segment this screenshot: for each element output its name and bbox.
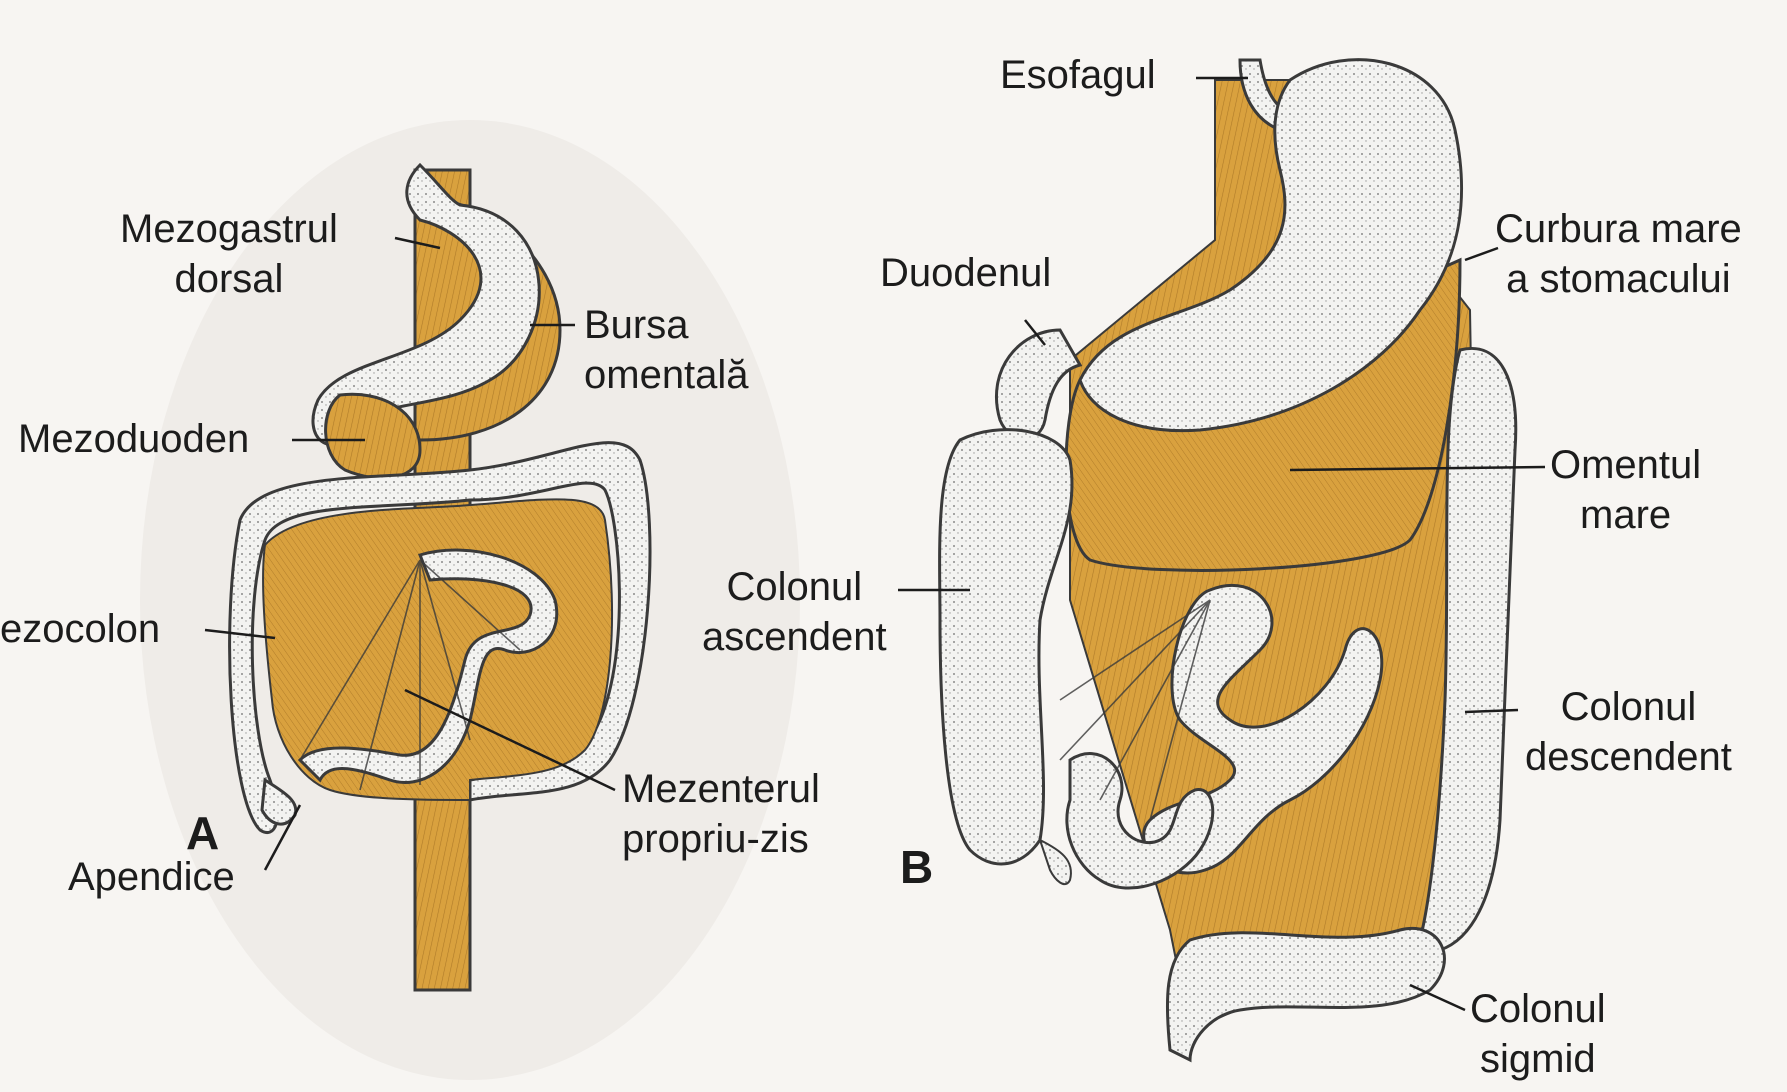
label-duodenul: Duodenul (880, 248, 1051, 298)
label-curbura-line1: Curbura mare (1495, 204, 1742, 254)
label-colon-sigmoid-line2: sigmid (1470, 1034, 1606, 1084)
label-mezocolon: ezocolon (0, 604, 160, 654)
colonul-sigmoid-shape (1167, 928, 1444, 1060)
label-omentul-line2: mare (1550, 490, 1701, 540)
label-colon-sigmoid-line1: Colonul (1470, 984, 1606, 1034)
label-apendice-line1: Apendice (68, 852, 235, 902)
label-colon-asc-line1: Colonul (702, 562, 887, 612)
label-colonul-sigmoid: Colonul sigmid (1470, 984, 1606, 1084)
panel-b-drawing (940, 60, 1516, 1060)
label-esofagul: Esofagul (1000, 50, 1156, 100)
label-mezogastrul-dorsal: Mezogastrul dorsal (120, 204, 338, 304)
colonul-ascendent-shape (940, 430, 1072, 864)
leader-curbura (1465, 248, 1498, 260)
label-mezenterul-line1: Mezenterul (622, 764, 820, 814)
label-omentul-line1: Omentul (1550, 440, 1701, 490)
label-colon-desc-line2: descendent (1525, 732, 1732, 782)
appendix-b (1040, 840, 1071, 884)
label-curbura-line2: a stomacului (1495, 254, 1742, 304)
label-bursa-line2: omentală (584, 350, 749, 400)
label-curbura-mare: Curbura mare a stomacului (1495, 204, 1742, 304)
label-mezenterul-propriu-zis: Mezenterul propriu-zis (622, 764, 820, 864)
label-apendice: Apendice (68, 852, 235, 902)
label-colonul-ascendent: Colonul ascendent (702, 562, 887, 662)
label-duodenul-line1: Duodenul (880, 248, 1051, 298)
label-mezogastrul-line2: dorsal (120, 254, 338, 304)
label-colon-asc-line2: ascendent (702, 612, 887, 662)
label-esofagul-line1: Esofagul (1000, 50, 1156, 100)
label-mezenterul-line2: propriu-zis (622, 814, 820, 864)
label-colonul-descendent: Colonul descendent (1525, 682, 1732, 782)
label-omentul-mare: Omentul mare (1550, 440, 1701, 540)
label-mezocolon-line1: ezocolon (0, 604, 160, 654)
label-colon-desc-line1: Colonul (1525, 682, 1732, 732)
label-bursa-omentala: Bursa omentală (584, 300, 749, 400)
panel-letter-a: A (186, 808, 219, 858)
label-mezogastrul-line1: Mezogastrul (120, 204, 338, 254)
panel-letter-b: B (900, 842, 933, 892)
label-bursa-line1: Bursa (584, 300, 749, 350)
label-mezoduoden-line1: Mezoduoden (18, 414, 249, 464)
label-mezoduoden: Mezoduoden (18, 414, 249, 464)
